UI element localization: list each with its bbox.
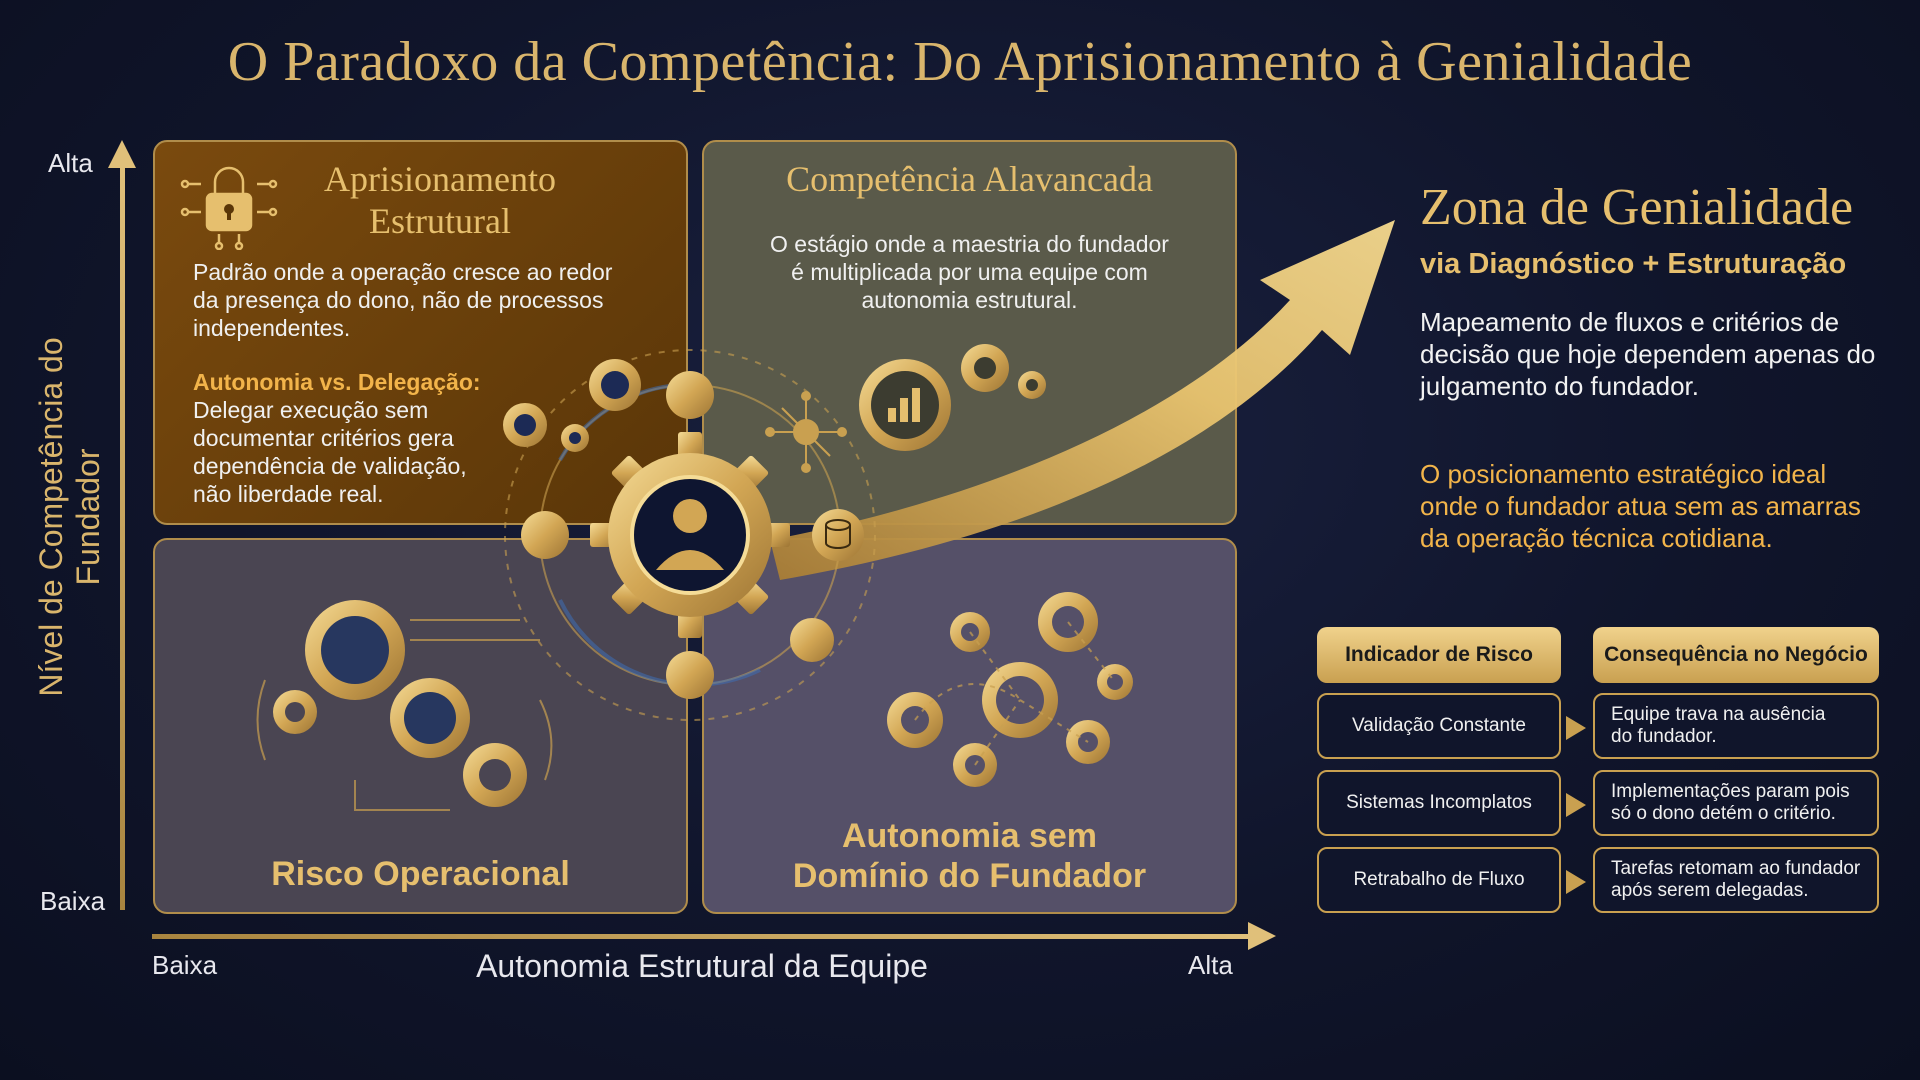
quadrant-tl-title-2: Estrutural: [369, 201, 511, 241]
quadrant-tl-detail-3: dependência de validação,: [193, 453, 467, 479]
table-header-consequence: Consequência no Negócio: [1593, 627, 1879, 683]
table-consequence-2a: Implementações param pois: [1611, 781, 1850, 802]
quadrant-autonomia-sem-dominio: Autonomia sem Domínio do Fundador: [702, 538, 1237, 914]
table-consequence-3b: após serem delegadas.: [1611, 880, 1809, 901]
quadrant-tl-text-2: da presença do dono, não de processos: [193, 287, 604, 313]
table-consequence-2b: só o dono detém o critério.: [1611, 803, 1836, 824]
quadrant-br-title-2: Domínio do Fundador: [792, 857, 1147, 895]
zone-description: Mapeamento de fluxos e critérios de deci…: [1420, 307, 1876, 401]
quadrant-tr-text-1: O estágio onde a maestria do fundador: [770, 231, 1169, 257]
quadrant-bl-title: Risco Operacional: [271, 855, 570, 893]
quadrant-tl-title-1: Aprisionamento: [324, 159, 556, 199]
quadrant-tr-text-3: autonomia estrutural.: [861, 287, 1078, 313]
x-axis-low: Baixa: [152, 950, 218, 980]
quadrant-tl-text-3: independentes.: [193, 315, 351, 341]
y-axis-arrow-icon: [108, 140, 136, 168]
table-header-indicator: Indicador de Risco: [1317, 627, 1561, 683]
table-consequence-3a: Tarefas retomam ao fundador: [1611, 858, 1861, 879]
quadrant-tl-detail-4: não liberdade real.: [193, 481, 384, 507]
zone-title: Zona de Genialidade: [1420, 179, 1854, 236]
quadrant-tr-title: Competência Alavancada: [786, 159, 1153, 199]
quadrant-tl-text-1: Padrão onde a operação cresce ao redor: [193, 259, 613, 285]
table-consequence-1b: do fundador.: [1611, 726, 1717, 747]
table-consequence-1a: Equipe trava na ausência: [1611, 704, 1826, 725]
gear-icon: [503, 359, 864, 699]
x-axis-line: [152, 934, 1252, 939]
database-icon: [825, 519, 851, 549]
table-row: Implementações param pois só o dono deté…: [1593, 770, 1879, 836]
row-arrow-icon: [1566, 716, 1586, 740]
table-indicator-3: Retrabalho de Fluxo: [1317, 847, 1561, 913]
x-axis-arrow-icon: [1248, 922, 1276, 950]
table-row: Equipe trava na ausência do fundador.: [1593, 693, 1879, 759]
quadrant-aprisionamento: Aprisionamento Estrutural Padrão onde a …: [153, 140, 688, 525]
y-axis-low: Baixa: [40, 886, 106, 916]
row-arrow-icon: [1566, 870, 1586, 894]
quadrant-tl-bold: Autonomia vs. Delegação:: [193, 369, 481, 395]
y-axis-line: [120, 160, 125, 910]
page-title: O Paradoxo da Competência: Do Aprisionam…: [227, 31, 1693, 93]
x-axis-label: Autonomia Estrutural da Equipe: [476, 948, 928, 984]
founder-avatar-icon: [590, 432, 790, 638]
quadrant-tl-detail-2: documentar critérios gera: [193, 425, 454, 451]
table-indicator-1: Validação Constante: [1317, 693, 1561, 759]
table-indicator-2: Sistemas Incomplatos: [1317, 770, 1561, 836]
row-arrow-icon: [1566, 793, 1586, 817]
network-node-icon: [765, 391, 847, 473]
table-row: Tarefas retomam ao fundador após serem d…: [1593, 847, 1879, 913]
y-axis-high: Alta: [48, 148, 93, 178]
quadrant-tl-detail-1: Delegar execução sem: [193, 397, 429, 423]
quadrant-br-title-1: Autonomia sem: [841, 817, 1098, 855]
zone-positioning: O posicionamento estratégico ideal onde …: [1420, 459, 1861, 553]
zone-subtitle: via Diagnóstico + Estruturação: [1420, 248, 1847, 280]
chart-icon: [859, 344, 1046, 451]
padlock-circuit-icon: [180, 166, 278, 250]
x-axis-high: Alta: [1188, 950, 1233, 980]
quadrant-tr-text-2: é multiplicada por uma equipe com: [791, 259, 1148, 285]
